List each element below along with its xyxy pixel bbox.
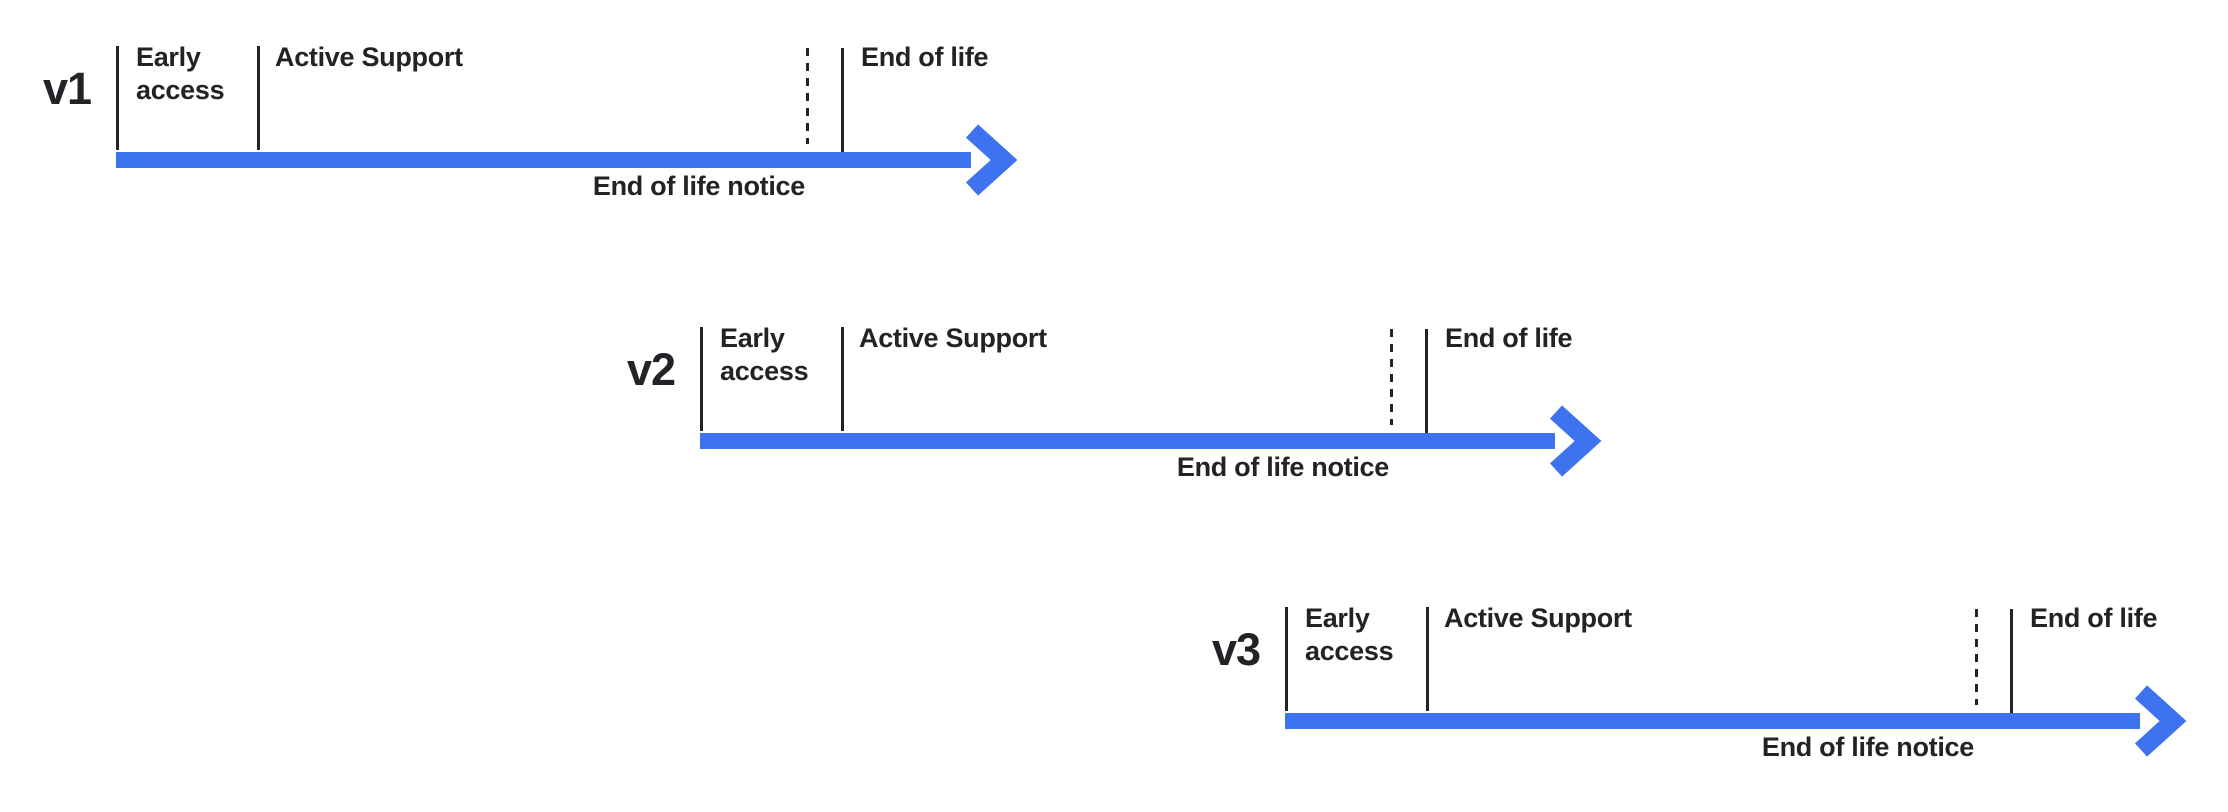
end-of-life-tick (841, 48, 844, 152)
arrow-head-icon (2134, 685, 2187, 757)
version-label: v1 (42, 63, 92, 114)
early-access-label: Early access (136, 42, 225, 105)
active-support-label: Active Support (859, 323, 1047, 353)
version-label: v2 (626, 344, 676, 395)
active-support-label: Active Support (1444, 603, 1632, 633)
end-of-life-label: End of life (2030, 603, 2158, 633)
end-of-life-notice-dashed-line (1975, 609, 1978, 705)
active-support-start-tick (841, 327, 844, 431)
early-access-start-tick (700, 327, 703, 431)
active-support-start-tick (257, 46, 260, 150)
end-of-life-notice-label: End of life notice (1176, 452, 1389, 482)
end-of-life-label: End of life (1445, 323, 1573, 353)
timeline-bar (700, 433, 1555, 449)
end-of-life-notice-dashed-line (806, 48, 809, 144)
version-label: v3 (1211, 624, 1261, 675)
end-of-life-tick (2010, 609, 2013, 713)
end-of-life-label: End of life (861, 42, 989, 72)
active-support-start-tick (1426, 607, 1429, 711)
early-access-label: Early access (720, 323, 809, 386)
active-support-label: Active Support (275, 42, 463, 72)
timeline-row-v1: v1 Early access Active Support End of li… (43, 42, 1078, 221)
end-of-life-tick (1425, 329, 1428, 433)
arrow-head-icon (1549, 405, 1602, 477)
end-of-life-notice-label: End of life notice (592, 171, 805, 201)
early-access-label: Early access (1305, 603, 1394, 666)
end-of-life-notice-dashed-line (1390, 329, 1393, 425)
timeline-bar (1285, 713, 2140, 729)
early-access-start-tick (1285, 607, 1288, 711)
timeline-row-v2: v2 Early access Active Support End of li… (627, 323, 1662, 502)
early-access-start-tick (116, 46, 119, 150)
arrow-head-icon (965, 124, 1018, 196)
timeline-bar (116, 152, 971, 168)
end-of-life-notice-label: End of life notice (1761, 732, 1974, 762)
timeline-row-v3: v3 Early access Active Support End of li… (1212, 603, 2228, 782)
